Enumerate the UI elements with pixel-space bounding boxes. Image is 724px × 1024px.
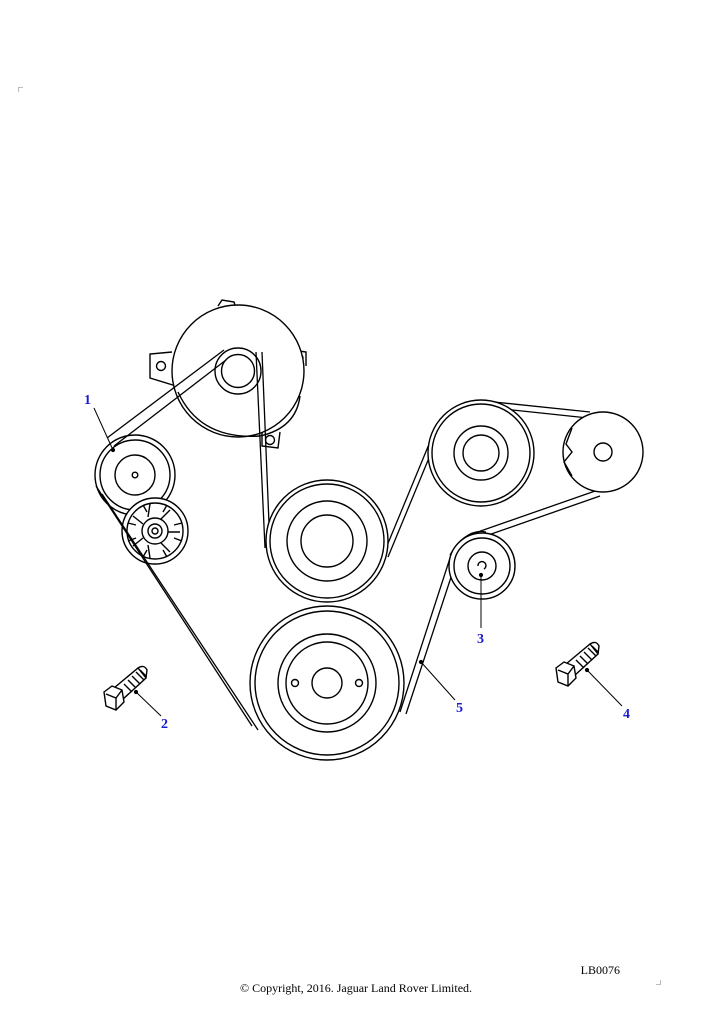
drive-belt [95,349,601,731]
water-pump-pulley [265,479,389,603]
idler-pulley-upper-left [94,434,176,516]
crop-mark-top-left [18,87,23,92]
ac-compressor-pulley [562,411,644,493]
tensioner-pulley [121,497,189,565]
crankshaft-pulley [249,605,405,761]
alternator-unit [149,299,307,449]
callout-2: 2 [161,717,168,732]
callout-3: 3 [477,632,484,647]
callout-4: 4 [623,707,630,722]
idler-pulley-lower [448,532,516,600]
callout-1: 1 [84,393,91,408]
crop-mark-bottom-right [656,980,661,985]
bolt-left [103,665,148,711]
leader-lines [93,407,623,717]
steering-pump-pulley [427,399,535,507]
bolt-right [555,641,600,687]
copyright-notice: © Copyright, 2016. Jaguar Land Rover Lim… [239,981,473,995]
drawing-reference: LB0076 [580,963,620,977]
callout-5: 5 [456,701,463,716]
